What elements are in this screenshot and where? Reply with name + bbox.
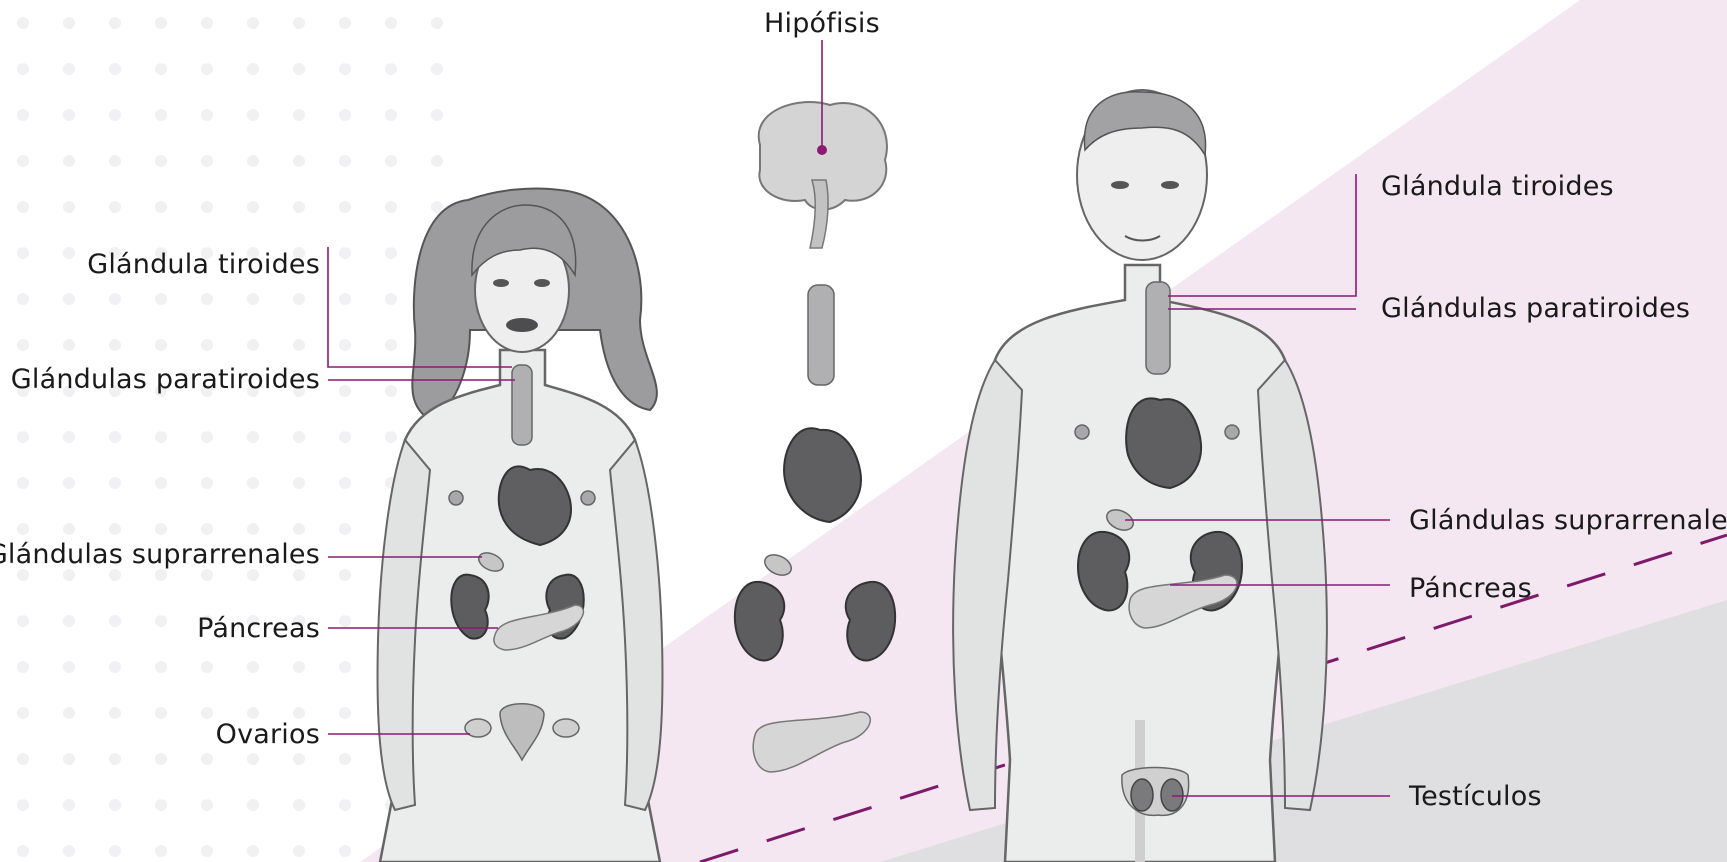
label-female-pancreas: Páncreas (197, 613, 320, 645)
female-thyroid (512, 365, 532, 445)
female-lips (506, 318, 538, 332)
label-female-paratiroides: Glándulas paratiroides (11, 364, 320, 396)
female-nipple-right (581, 491, 595, 505)
label-male-suprarrenales: Glándulas suprarrenales (1409, 505, 1727, 537)
male-figure (953, 90, 1327, 862)
male-testicle-right (1161, 779, 1183, 811)
center-heart (784, 428, 861, 522)
label-female-tiroides: Glándula tiroides (87, 249, 320, 281)
label-male-testiculos: Testículos (1409, 781, 1542, 813)
label-male-paratiroides: Glándulas paratiroides (1381, 293, 1690, 325)
label-male-pancreas: Páncreas (1409, 573, 1532, 605)
center-thyroid (808, 285, 834, 385)
label-female-suprarrenales: Glándulas suprarrenales (0, 539, 320, 571)
label-hipofisis: Hipófisis (764, 8, 880, 40)
male-testicle-left (1131, 779, 1153, 811)
male-eye-left (1111, 181, 1129, 189)
female-nipple-left (449, 491, 463, 505)
male-eye-right (1161, 181, 1179, 189)
female-eye-left (493, 279, 509, 287)
female-ovary-right (553, 719, 579, 737)
male-nipple-right (1225, 425, 1239, 439)
female-figure (378, 188, 663, 862)
label-female-ovarios: Ovarios (216, 719, 320, 751)
male-nipple-left (1075, 425, 1089, 439)
male-thyroid (1146, 282, 1170, 374)
label-male-tiroides: Glándula tiroides (1381, 171, 1614, 203)
female-eye-right (534, 279, 550, 287)
